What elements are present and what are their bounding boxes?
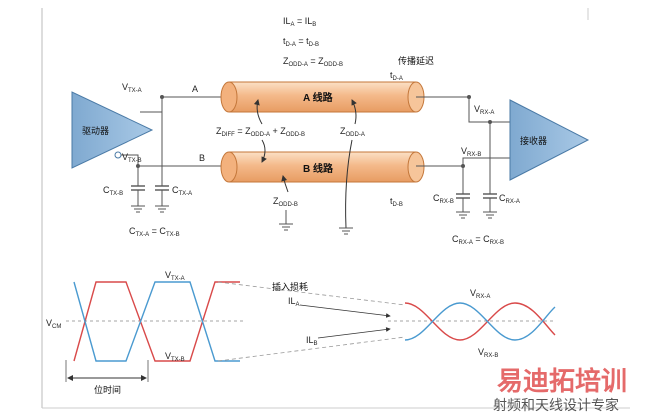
tx-a-waveform <box>73 281 240 362</box>
zodd-a-ground-wire <box>345 139 353 229</box>
il-a-arrow <box>299 304 391 318</box>
label-td-b: tD-B <box>390 196 403 208</box>
zodd-a-arrow <box>351 99 357 125</box>
crxa-ground-symbol <box>483 211 497 219</box>
label-crx-a: CRX-A <box>499 193 520 205</box>
wire-a-driver <box>140 96 230 113</box>
il-b-arrow <box>317 327 391 339</box>
label-vtx-b: VTX-B <box>122 152 142 164</box>
equation-zodd: ZODD-A = ZODD-B <box>283 56 343 68</box>
zodd-a-ground-symbol <box>339 227 353 235</box>
driver-inverting-bubble <box>114 151 122 159</box>
rx-a-waveform <box>404 302 556 341</box>
label-zodd-a: ZODD-A <box>340 126 365 138</box>
label-td-a: tD-A <box>390 70 403 82</box>
waveform-vrx-b-label: VRX-B <box>478 347 498 359</box>
bit-time-label: 位时间 <box>94 384 121 395</box>
zodd-b-ground-symbol <box>279 223 293 231</box>
zdiff-arrow-down <box>261 139 267 163</box>
label-ctx-b: CTX-B <box>103 185 123 197</box>
transmission-line-b <box>220 151 425 183</box>
ctxa-ground-symbol <box>155 205 169 213</box>
receiver-triangle <box>509 99 590 181</box>
waveform-il-a-label: ILA <box>288 296 300 308</box>
watermark-sub: 射频和天线设计专家 <box>493 397 619 414</box>
zdiff-arrow-up <box>253 99 263 125</box>
equation-td: tD-A = tD-B <box>283 36 319 48</box>
label-zodd-b: ZODD-B <box>273 196 298 208</box>
wire-b-driver <box>121 154 230 167</box>
label-ctx-a: CTX-A <box>172 185 192 197</box>
line-b-label: B 线路 <box>303 162 334 175</box>
envelope-top-line <box>217 281 406 306</box>
node-crxa <box>488 120 492 124</box>
label-zdiff: ZDIFF = ZODD-A + ZODD-B <box>216 126 305 138</box>
crxb-ground-symbol <box>456 211 470 219</box>
transmission-line-a <box>220 81 425 113</box>
waveform-vtx-a-label: VTX-A <box>165 270 185 282</box>
label-ctx-equal: CTX-A = CTX-B <box>129 226 180 238</box>
receiver-label: 接收器 <box>520 135 547 146</box>
line-a-label: A 线路 <box>303 91 334 104</box>
node-receiver-a <box>467 95 471 99</box>
label-crx-equal: CRX-A = CRX-B <box>452 234 504 246</box>
wire-b-receiver <box>416 157 510 167</box>
node-label-b: B <box>199 153 205 163</box>
rx-b-waveform <box>404 302 556 341</box>
tx-b-waveform <box>73 281 240 362</box>
label-vtx-a: VTX-A <box>122 82 142 94</box>
node-label-a: A <box>192 84 198 94</box>
vcm-label: VCM <box>46 318 61 330</box>
driver-triangle <box>71 91 154 169</box>
zodd-b-arrow <box>281 175 289 193</box>
ctxb-ground-symbol <box>131 205 145 213</box>
label-crx-b: CRX-B <box>433 193 454 205</box>
driver-label: 驱动器 <box>82 126 109 136</box>
insertion-loss-label: 插入损耗 <box>272 281 308 292</box>
envelope-bottom-line <box>217 336 406 362</box>
waveform-vrx-a-label: VRX-A <box>470 288 490 300</box>
waveform-vtx-b-label: VTX-B <box>165 351 185 363</box>
watermark-main: 易迪拓培训 <box>497 367 627 397</box>
waveform-il-b-label: ILB <box>306 335 318 347</box>
equation-il: ILA = ILB <box>283 16 316 28</box>
label-vrx-b: VRX-B <box>461 146 481 158</box>
label-vrx-a: VRX-A <box>474 104 494 116</box>
wire-a-receiver <box>416 96 510 123</box>
propagation-delay-label: 传播延迟 <box>398 55 434 66</box>
